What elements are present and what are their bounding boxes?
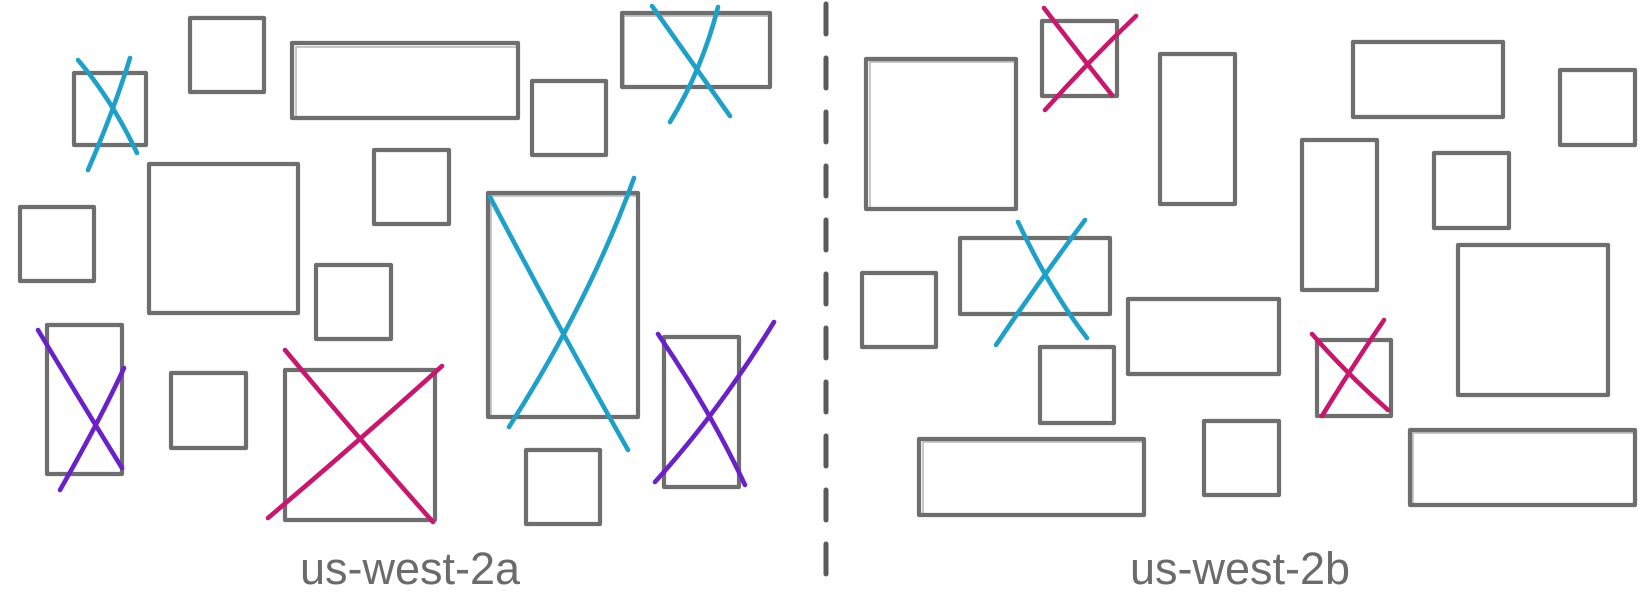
terminated-mark-magenta xyxy=(1041,5,1115,98)
instance-box xyxy=(282,367,438,523)
instance-box xyxy=(1314,337,1394,419)
zone-label: us-west-2b xyxy=(1130,543,1350,594)
instance-box-echo xyxy=(490,195,638,417)
instance-box xyxy=(1201,418,1282,498)
instance-box xyxy=(1350,39,1506,120)
zone-b-boxes xyxy=(859,18,1638,518)
instance-box xyxy=(168,370,249,451)
instance-box xyxy=(957,235,1113,317)
terminated-mark-cyan xyxy=(506,175,637,430)
zone-label: us-west-2a xyxy=(300,543,521,594)
instance-box-echo xyxy=(869,61,1016,209)
instance-box xyxy=(523,447,603,527)
terminated-mark-cyan xyxy=(75,57,140,156)
instance-box xyxy=(44,322,125,477)
instance-box xyxy=(187,15,267,95)
instance-box xyxy=(529,78,609,158)
terminated-mark-purple xyxy=(57,365,127,493)
terminated-mark-purple xyxy=(35,327,125,471)
instance-box xyxy=(485,190,641,420)
terminated-mark-magenta xyxy=(1042,13,1139,113)
instance-box xyxy=(371,147,452,227)
instance-box xyxy=(1431,150,1512,231)
instance-box xyxy=(1037,344,1117,426)
instance-box xyxy=(71,70,149,148)
instance-box-echo xyxy=(922,441,1144,515)
instance-box xyxy=(1157,51,1238,207)
instance-box xyxy=(17,204,97,284)
zone-a-boxes xyxy=(17,10,773,527)
terminated-mark-cyan xyxy=(1015,219,1090,341)
terminated-mark-cyan xyxy=(667,4,721,125)
instance-box xyxy=(1299,137,1380,293)
instance-box xyxy=(863,56,1019,212)
instance-box-echo xyxy=(295,46,519,118)
terminated-mark-cyan xyxy=(993,217,1088,348)
terminated-mark-purple xyxy=(652,319,777,485)
instance-box xyxy=(313,262,394,342)
instance-box xyxy=(1557,67,1638,148)
instance-box-echo xyxy=(623,15,770,87)
terminated-mark-cyan xyxy=(85,55,133,173)
terminated-mark-magenta xyxy=(1319,317,1387,419)
instance-box xyxy=(1407,427,1638,508)
terminated-mark-cyan xyxy=(487,194,631,453)
zone-a-marks xyxy=(35,3,777,525)
zone-b: us-west-2b xyxy=(859,5,1638,594)
terminated-mark-magenta xyxy=(265,363,445,521)
instance-box-echo xyxy=(1412,432,1635,505)
instance-box xyxy=(289,40,521,121)
instance-box xyxy=(146,161,301,316)
instance-box xyxy=(619,10,773,90)
instance-box xyxy=(859,270,939,350)
instance-box xyxy=(1125,296,1282,377)
instance-box xyxy=(916,436,1147,518)
zone-a: us-west-2a xyxy=(17,3,777,594)
instance-box xyxy=(661,334,742,490)
zone-b-marks xyxy=(993,5,1391,419)
terminated-mark-magenta xyxy=(282,347,436,525)
terminated-mark-cyan xyxy=(649,3,733,119)
terminated-mark-purple xyxy=(655,331,748,488)
instance-box xyxy=(1455,242,1611,398)
instance-box xyxy=(1039,18,1120,99)
